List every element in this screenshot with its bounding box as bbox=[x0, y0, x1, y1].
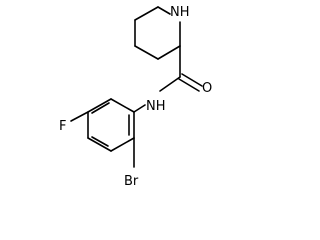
carboxamide-group bbox=[133, 45, 203, 113]
bond-pip-4 bbox=[157, 45, 181, 60]
bond-amide-n-aryl bbox=[133, 104, 146, 113]
bond-carbonyl-double-a bbox=[178, 78, 200, 92]
piperidine-ring bbox=[134, 6, 181, 60]
bond-ar-inner-2 bbox=[91, 136, 109, 147]
bond-carbonyl-double-b bbox=[181, 73, 203, 87]
atom-label-bromine: Br bbox=[124, 174, 139, 189]
bond-pip-3 bbox=[134, 45, 159, 60]
bond-ar-5 bbox=[87, 98, 112, 113]
atom-label-amide-nh: NH bbox=[146, 99, 166, 114]
bond-ar-2 bbox=[110, 137, 135, 152]
bond-ar-3 bbox=[87, 137, 112, 152]
bond-fluorine bbox=[70, 111, 89, 122]
atom-label-oxygen: O bbox=[202, 81, 212, 96]
benzene-ring bbox=[87, 98, 135, 152]
bond-ar-inner-3 bbox=[91, 102, 110, 114]
substituent-bonds bbox=[70, 111, 135, 168]
atom-label-ring-nh: NH bbox=[170, 5, 190, 20]
chemical-structure: NH O NH F Br bbox=[59, 5, 212, 189]
bond-carbonyl-amide-n bbox=[159, 76, 181, 92]
atom-label-fluorine: F bbox=[59, 119, 66, 134]
bond-ar-6 bbox=[110, 98, 135, 113]
bond-pip-6 bbox=[157, 6, 171, 15]
bond-pip-1 bbox=[134, 6, 159, 21]
